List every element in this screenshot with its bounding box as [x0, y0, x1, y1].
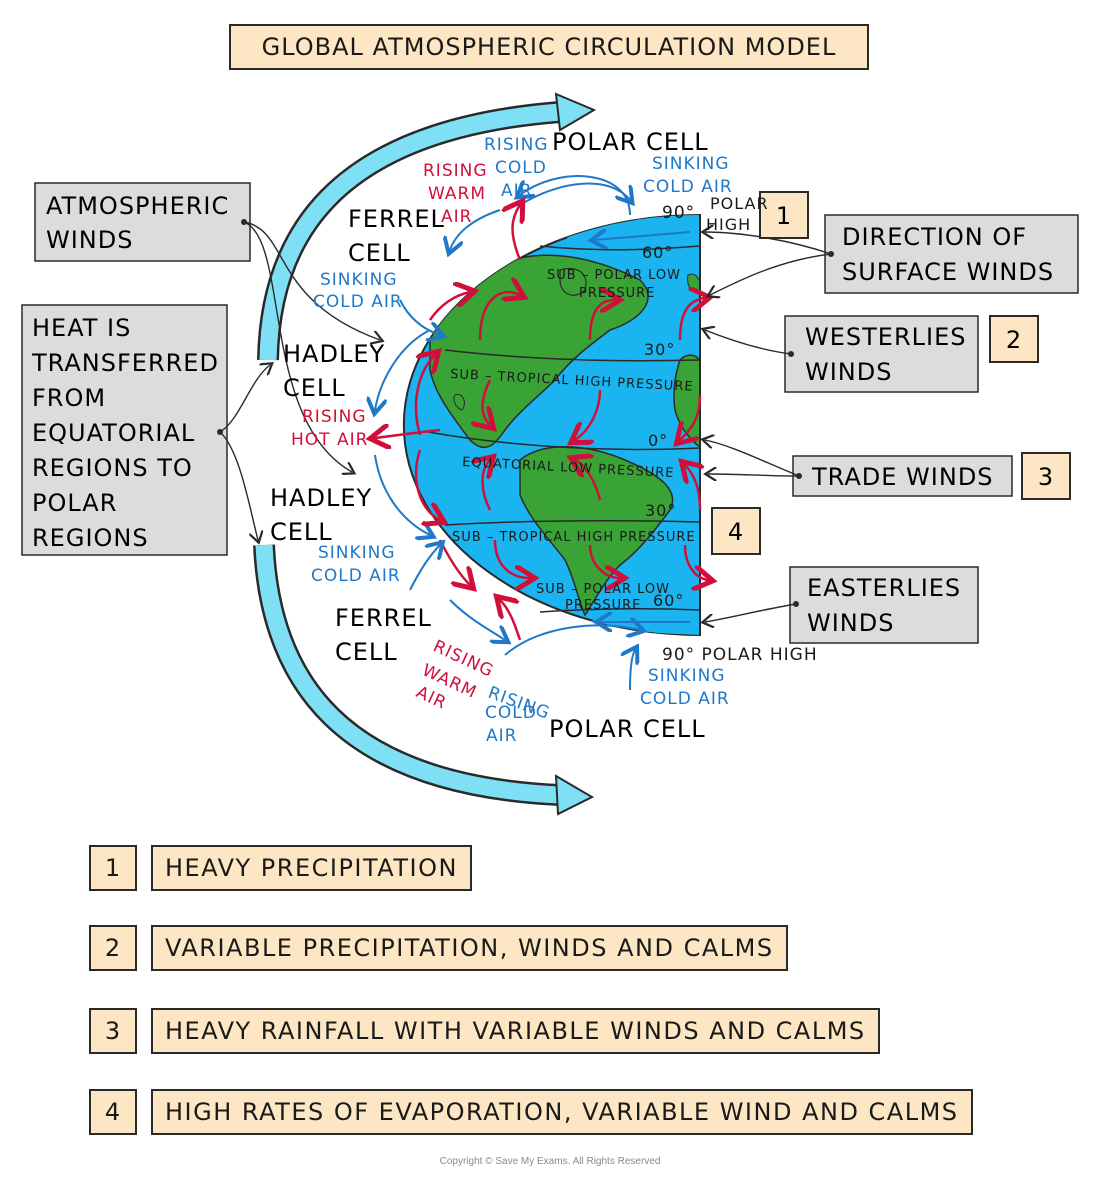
- key-row-2: 2 VARIABLE PRECIPITATION, WINDS AND CALM…: [89, 925, 788, 971]
- heat-line-2: TRANSFERRED: [31, 349, 219, 377]
- polar-cell-bottom-arrows: [500, 600, 640, 691]
- title-text: GLOBAL ATMOSPHERIC CIRCULATION MODEL: [261, 33, 837, 61]
- sinking-cold-polar-bottom-2: COLD AIR: [640, 689, 730, 709]
- polar-cell-top-label: POLAR CELL: [552, 128, 709, 156]
- sinking-cold-bottom-2: COLD AIR: [311, 566, 401, 586]
- easterlies-line-1: EASTERLIES: [807, 574, 961, 602]
- key-4-text: HIGH RATES OF EVAPORATION, VARIABLE WIND…: [151, 1089, 973, 1135]
- deg0: 0°: [648, 431, 668, 450]
- ferrel-cell-bottom-arrows: [409, 539, 505, 640]
- rising-cold-bottom-3: AIR: [486, 726, 517, 746]
- heat-line-6: POLAR: [32, 489, 117, 517]
- key-1-text: HEAVY PRECIPITATION: [151, 845, 472, 891]
- polar-high-top-2: HIGH: [706, 215, 751, 234]
- marker-4: 4: [711, 507, 761, 555]
- direction-line-2: SURFACE WINDS: [842, 258, 1054, 286]
- key-row-4: 4 HIGH RATES OF EVAPORATION, VARIABLE WI…: [89, 1089, 973, 1135]
- diagram-title: GLOBAL ATMOSPHERIC CIRCULATION MODEL: [229, 24, 869, 70]
- rising-hot-1: RISING: [302, 407, 367, 427]
- easterlies-line-2: WINDS: [807, 609, 894, 637]
- polar-high-top-1: POLAR: [710, 194, 769, 213]
- rising-warm-top-1: RISING: [423, 161, 488, 181]
- rising-cold-bottom-2: COLD: [485, 703, 537, 723]
- sinking-cold-ferrel-top-2: COLD AIR: [313, 292, 403, 312]
- direction-line-1: DIRECTION OF: [842, 223, 1027, 251]
- ferrel-cell-top-label-1: FERREL: [348, 205, 445, 233]
- rising-cold-top-2: COLD: [495, 158, 547, 178]
- ferrel-cell-bottom-label-1: FERREL: [335, 604, 432, 632]
- circulation-diagram: ATMOSPHERIC WINDS HEAT IS TRANSFERRED FR…: [21, 92, 1079, 816]
- sinking-cold-bottom-1: SINKING: [318, 543, 396, 563]
- hadley-cell-top-arrows: [375, 329, 440, 438]
- deg30-top: 30°: [644, 340, 675, 359]
- deg30-bottom: 30°: [645, 501, 676, 520]
- trade-winds-text: TRADE WINDS: [811, 463, 994, 491]
- sub-polar-top-2: PRESSURE: [579, 286, 655, 301]
- marker-2-text: 2: [1006, 326, 1022, 354]
- marker-3: 3: [1021, 452, 1071, 500]
- polar-cell-bottom-label: POLAR CELL: [549, 715, 706, 743]
- heat-line-5: REGIONS TO: [32, 454, 193, 482]
- hadley-cell-bottom-label-1: HADLEY: [270, 484, 372, 512]
- rising-hot-2: HOT AIR: [291, 430, 368, 450]
- westerlies-line-1: WESTERLIES: [805, 323, 966, 351]
- ferrel-cell-top-label-2: CELL: [348, 239, 411, 267]
- atmospheric-winds-line-2: WINDS: [46, 226, 133, 254]
- polar-cell-top-arrows: [513, 175, 631, 261]
- deg60-top: 60°: [642, 243, 673, 262]
- marker-4-text: 4: [728, 518, 744, 546]
- sinking-cold-polar-bottom-1: SINKING: [648, 666, 726, 686]
- key-row-1: 1 HEAVY PRECIPITATION: [89, 845, 472, 891]
- sinking-cold-top-1: SINKING: [652, 154, 730, 174]
- key-row-3: 3 HEAVY RAINFALL WITH VARIABLE WINDS AND…: [89, 1008, 880, 1054]
- rising-warm-top-3: AIR: [441, 207, 472, 227]
- hadley-cell-bottom-arrows: [374, 449, 440, 535]
- hadley-cell-top-label-2: CELL: [283, 374, 346, 402]
- polar-high-bottom: 90° POLAR HIGH: [662, 645, 818, 665]
- south-america-shape: [519, 446, 674, 617]
- heat-line-4: EQUATORIAL: [32, 419, 195, 447]
- heat-line-7: REGIONS: [32, 524, 149, 552]
- key-3-text: HEAVY RAINFALL WITH VARIABLE WINDS AND C…: [151, 1008, 880, 1054]
- rising-cold-top-3: AIR: [501, 181, 532, 201]
- key-1-number: 1: [89, 845, 137, 891]
- westerlies-callout: WESTERLIES WINDS: [705, 315, 979, 393]
- easterlies-callout: EASTERLIES WINDS: [705, 566, 979, 644]
- key-3-number: 3: [89, 1008, 137, 1054]
- sinking-cold-top-2: COLD AIR: [643, 177, 733, 197]
- copyright-notice: Copyright © Save My Exams. All Rights Re…: [439, 1156, 661, 1167]
- marker-2: 2: [989, 315, 1039, 363]
- deg60-bottom: 60°: [653, 591, 684, 610]
- westerlies-line-2: WINDS: [805, 358, 892, 386]
- heat-line-1: HEAT IS: [32, 314, 131, 342]
- rising-warm-top-2: WARM: [428, 184, 486, 204]
- key-4-number: 4: [89, 1089, 137, 1135]
- direction-surface-winds-callout: DIRECTION OF SURFACE WINDS: [705, 214, 1079, 295]
- key-2-number: 2: [89, 925, 137, 971]
- hadley-cell-bottom-label-2: CELL: [270, 518, 333, 546]
- hadley-cell-top-label-1: HADLEY: [283, 340, 385, 368]
- surface-wind-arrows: [480, 232, 708, 622]
- rising-cold-top-1: RISING: [484, 135, 549, 155]
- marker-1-text: 1: [776, 202, 792, 230]
- atmospheric-winds-callout: ATMOSPHERIC WINDS: [34, 182, 380, 472]
- heat-transfer-callout: HEAT IS TRANSFERRED FROM EQUATORIAL REGI…: [21, 304, 270, 556]
- trade-winds-callout: TRADE WINDS: [705, 440, 1013, 497]
- sub-polar-top-1: SUB – POLAR LOW: [547, 268, 681, 283]
- heat-transfer-arrow-top: [257, 92, 597, 361]
- sub-tropical-bottom: SUB – TROPICAL HIGH PRESSURE: [452, 530, 696, 545]
- key-2-text: VARIABLE PRECIPITATION, WINDS AND CALMS: [151, 925, 788, 971]
- heat-transfer-arrow-bottom: [253, 544, 595, 816]
- ferrel-cell-top-arrows: [399, 209, 501, 335]
- deg90-top: 90°: [662, 203, 695, 223]
- sinking-cold-ferrel-top-1: SINKING: [320, 270, 398, 290]
- marker-1: 1: [759, 191, 809, 239]
- atmospheric-winds-line-1: ATMOSPHERIC: [46, 192, 229, 220]
- heat-line-3: FROM: [32, 384, 106, 412]
- ferrel-cell-bottom-label-2: CELL: [335, 638, 398, 666]
- sub-polar-bottom-2: PRESSURE: [565, 598, 641, 613]
- marker-3-text: 3: [1038, 463, 1054, 491]
- sub-polar-bottom-1: SUB – POLAR LOW: [536, 582, 670, 597]
